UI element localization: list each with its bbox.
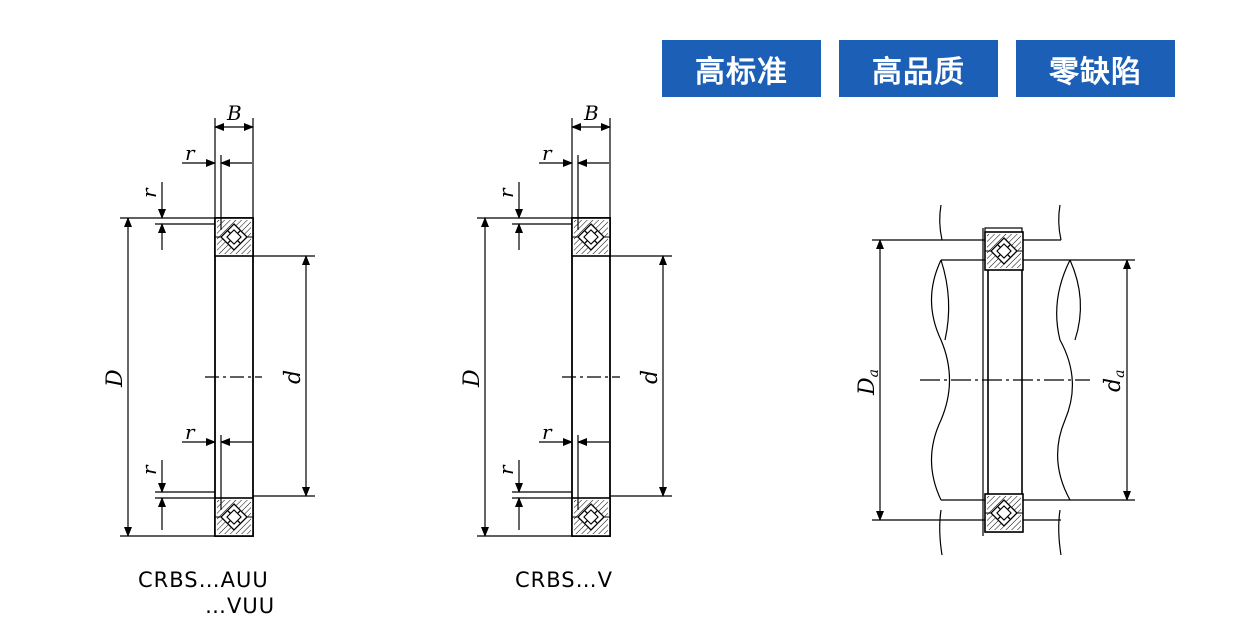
caption-vuu: …VUU <box>205 594 276 618</box>
bearing-section-top <box>984 231 1024 271</box>
label-b-2: B <box>583 101 599 125</box>
label-r-bot-h-2: r <box>542 420 553 444</box>
label-r-top-v-2: r <box>494 187 518 198</box>
caption-crbs-auu: CRBS…AUU <box>138 568 269 592</box>
label-b-1: B <box>226 101 242 125</box>
caption-crbs-v: CRBS…V <box>515 568 613 592</box>
label-big-d-2: D <box>460 369 485 388</box>
label-big-d-1: D <box>103 369 128 388</box>
drawing-crbs-v <box>477 118 672 537</box>
badge-high-quality: 高品质 <box>839 40 998 97</box>
badge-high-standard: 高标准 <box>662 40 821 97</box>
label-r-top-h-1: r <box>185 141 196 165</box>
label-r-bot-v-2: r <box>494 464 518 475</box>
label-small-d-1: d <box>281 370 306 384</box>
label-da-housing: Da <box>855 369 882 396</box>
label-r-bot-h-1: r <box>185 420 196 444</box>
label-r-bot-v-1: r <box>137 464 161 475</box>
label-r-top-v-1: r <box>137 187 161 198</box>
label-small-d-2: d <box>638 370 663 384</box>
badge-zero-defect: 零缺陷 <box>1016 40 1175 97</box>
bearing-section-bottom <box>984 493 1024 533</box>
drawing-crbs-auu <box>120 118 315 537</box>
label-r-top-h-2: r <box>542 141 553 165</box>
label-da-shaft: da <box>1101 370 1128 392</box>
